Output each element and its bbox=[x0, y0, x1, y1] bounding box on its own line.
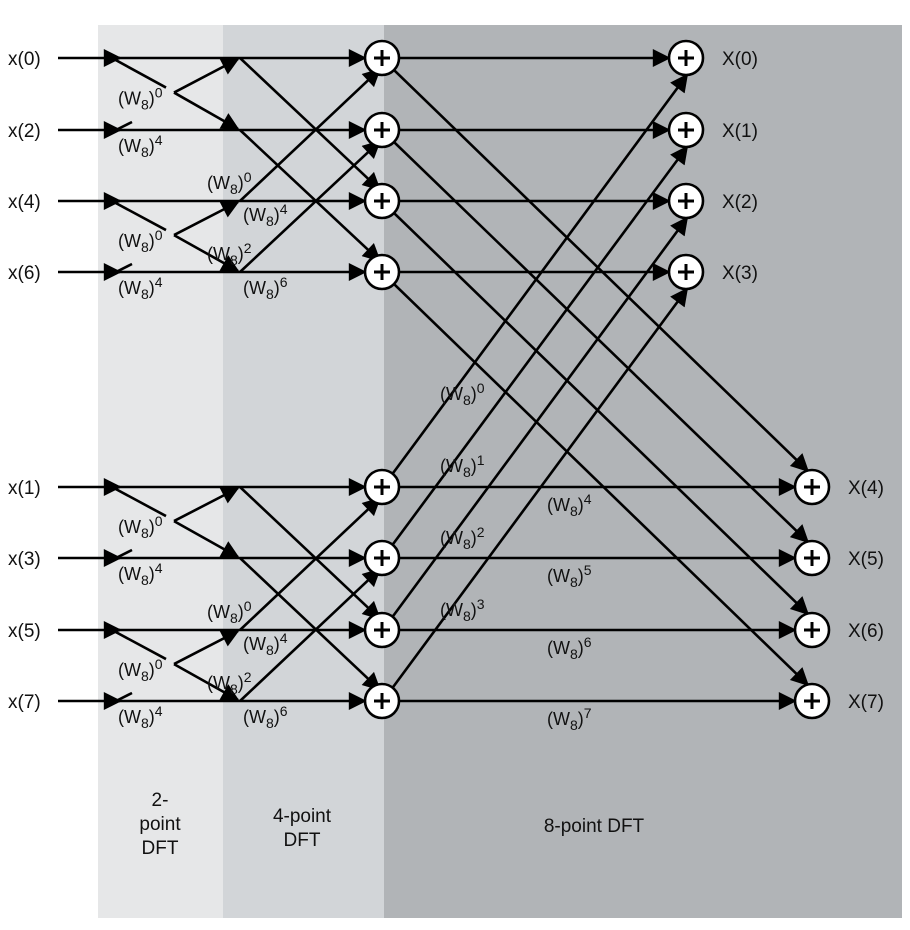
stage2-cross-0-3 bbox=[239, 140, 381, 273]
stage1-node-down-2 bbox=[173, 519, 240, 559]
stage1-twiddle-upper-3: (W8)0 bbox=[118, 656, 163, 684]
stage2-adder-6 bbox=[363, 611, 401, 649]
stage2-twiddle-1-0: (W8)0 bbox=[207, 598, 252, 626]
stage3-straight-twiddle-0: (W8)4 bbox=[547, 491, 592, 519]
input-label: x(4) bbox=[8, 192, 41, 213]
stage1-node-up-0 bbox=[173, 57, 240, 94]
input-label: x(1) bbox=[8, 478, 41, 499]
stage2-cross-1-2 bbox=[239, 497, 381, 631]
output-label: X(2) bbox=[722, 192, 758, 213]
stage2-cross-0-0 bbox=[239, 57, 381, 191]
stage2-twiddle-0-3: (W8)6 bbox=[243, 274, 288, 302]
stage2-twiddle-0-1: (W8)4 bbox=[243, 201, 288, 229]
stage1-diag-down-1 bbox=[111, 199, 167, 232]
stage3-down-1 bbox=[392, 140, 810, 544]
output-label: X(7) bbox=[848, 692, 884, 713]
stage1-stub-2 bbox=[115, 548, 133, 560]
stage2-cross-1-3 bbox=[239, 568, 381, 702]
stage1-node-down-3 bbox=[173, 662, 240, 702]
stage1-twiddle-lower-2: (W8)4 bbox=[118, 560, 163, 588]
stage3-down-2 bbox=[392, 211, 810, 616]
output-adder-2 bbox=[667, 182, 705, 220]
stage2-cross-1-0 bbox=[239, 486, 381, 620]
stage1-node-up-3 bbox=[173, 629, 240, 666]
stage1-twiddle-upper-1: (W8)0 bbox=[118, 227, 163, 255]
stage2-twiddle-1-1: (W8)4 bbox=[243, 630, 288, 658]
stage2-adder-3 bbox=[363, 253, 401, 291]
input-label: x(2) bbox=[8, 121, 41, 142]
stage2-adder-1 bbox=[363, 111, 401, 149]
stage2-adder-0 bbox=[363, 39, 401, 77]
stage2-adder-5 bbox=[363, 539, 401, 577]
input-label: x(0) bbox=[8, 49, 41, 70]
stage3-up-2 bbox=[391, 216, 689, 619]
stage2-adder-2 bbox=[363, 182, 401, 220]
stage3-down-3 bbox=[392, 282, 810, 687]
stage3-up-3 bbox=[391, 287, 689, 690]
stage1-diag-down-2 bbox=[111, 485, 167, 518]
stage2-cross-0-1 bbox=[239, 129, 381, 262]
stage1-stub-1 bbox=[115, 262, 133, 274]
stage2-cross-0-2 bbox=[239, 68, 381, 202]
stage3-up-0 bbox=[391, 73, 689, 476]
stage-4pt-panel bbox=[223, 25, 384, 918]
stage1-twiddle-lower-3: (W8)4 bbox=[118, 703, 163, 731]
stage3-cross-twiddle-1: (W8)1 bbox=[440, 452, 485, 480]
stage1-diag-down-0 bbox=[111, 56, 167, 89]
stage1-stub-3 bbox=[115, 691, 133, 703]
output-label: X(5) bbox=[848, 549, 884, 570]
stage1-node-down-0 bbox=[173, 91, 240, 131]
stage2-adder-4 bbox=[363, 468, 401, 506]
stage2-twiddle-1-3: (W8)6 bbox=[243, 703, 288, 731]
output-adder-1 bbox=[667, 111, 705, 149]
output-label: X(3) bbox=[722, 263, 758, 284]
stage3-straight-twiddle-1: (W8)5 bbox=[547, 562, 592, 590]
stage-2pt-panel bbox=[98, 25, 223, 918]
output-adder-5 bbox=[793, 539, 831, 577]
stage1-node-down-1 bbox=[173, 233, 240, 273]
input-label: x(3) bbox=[8, 549, 41, 570]
output-label: X(4) bbox=[848, 478, 884, 499]
stage3-cross-twiddle-3: (W8)3 bbox=[440, 596, 485, 624]
stage1-twiddle-upper-0: (W8)0 bbox=[118, 85, 163, 113]
input-label: x(7) bbox=[8, 692, 41, 713]
stage1-twiddle-upper-2: (W8)0 bbox=[118, 513, 163, 541]
output-adder-7 bbox=[793, 682, 831, 720]
stage1-node-up-2 bbox=[173, 486, 240, 523]
stage1-twiddle-lower-0: (W8)4 bbox=[118, 132, 163, 160]
stage2-adder-7 bbox=[363, 682, 401, 720]
stage1-twiddle-lower-1: (W8)4 bbox=[118, 274, 163, 302]
output-adder-6 bbox=[793, 611, 831, 649]
stage2-cross-1-1 bbox=[239, 557, 381, 691]
stage3-cross-twiddle-0: (W8)0 bbox=[440, 380, 485, 408]
output-adder-4 bbox=[793, 468, 831, 506]
stage2-twiddle-1-2: (W8)2 bbox=[207, 669, 252, 697]
input-label: x(5) bbox=[8, 621, 41, 642]
stage3-up-1 bbox=[391, 145, 689, 547]
stage2-twiddle-0-0: (W8)0 bbox=[207, 169, 252, 197]
stage1-diag-down-3 bbox=[111, 628, 167, 661]
stage1-stub-0 bbox=[115, 120, 133, 132]
stage3-straight-twiddle-3: (W8)7 bbox=[547, 705, 592, 733]
output-adder-0 bbox=[667, 39, 705, 77]
stage2-twiddle-0-2: (W8)2 bbox=[207, 240, 252, 268]
output-adder-3 bbox=[667, 253, 705, 291]
stage3-cross-twiddle-2: (W8)2 bbox=[440, 524, 485, 552]
stage-8pt-label: 8-point DFT bbox=[544, 816, 645, 837]
stage1-node-up-1 bbox=[173, 200, 240, 237]
input-label: x(6) bbox=[8, 263, 41, 284]
output-label: X(1) bbox=[722, 121, 758, 142]
stage3-down-0 bbox=[392, 68, 810, 473]
stage3-straight-twiddle-2: (W8)6 bbox=[547, 634, 592, 662]
output-label: X(6) bbox=[848, 621, 884, 642]
output-label: X(0) bbox=[722, 49, 758, 70]
